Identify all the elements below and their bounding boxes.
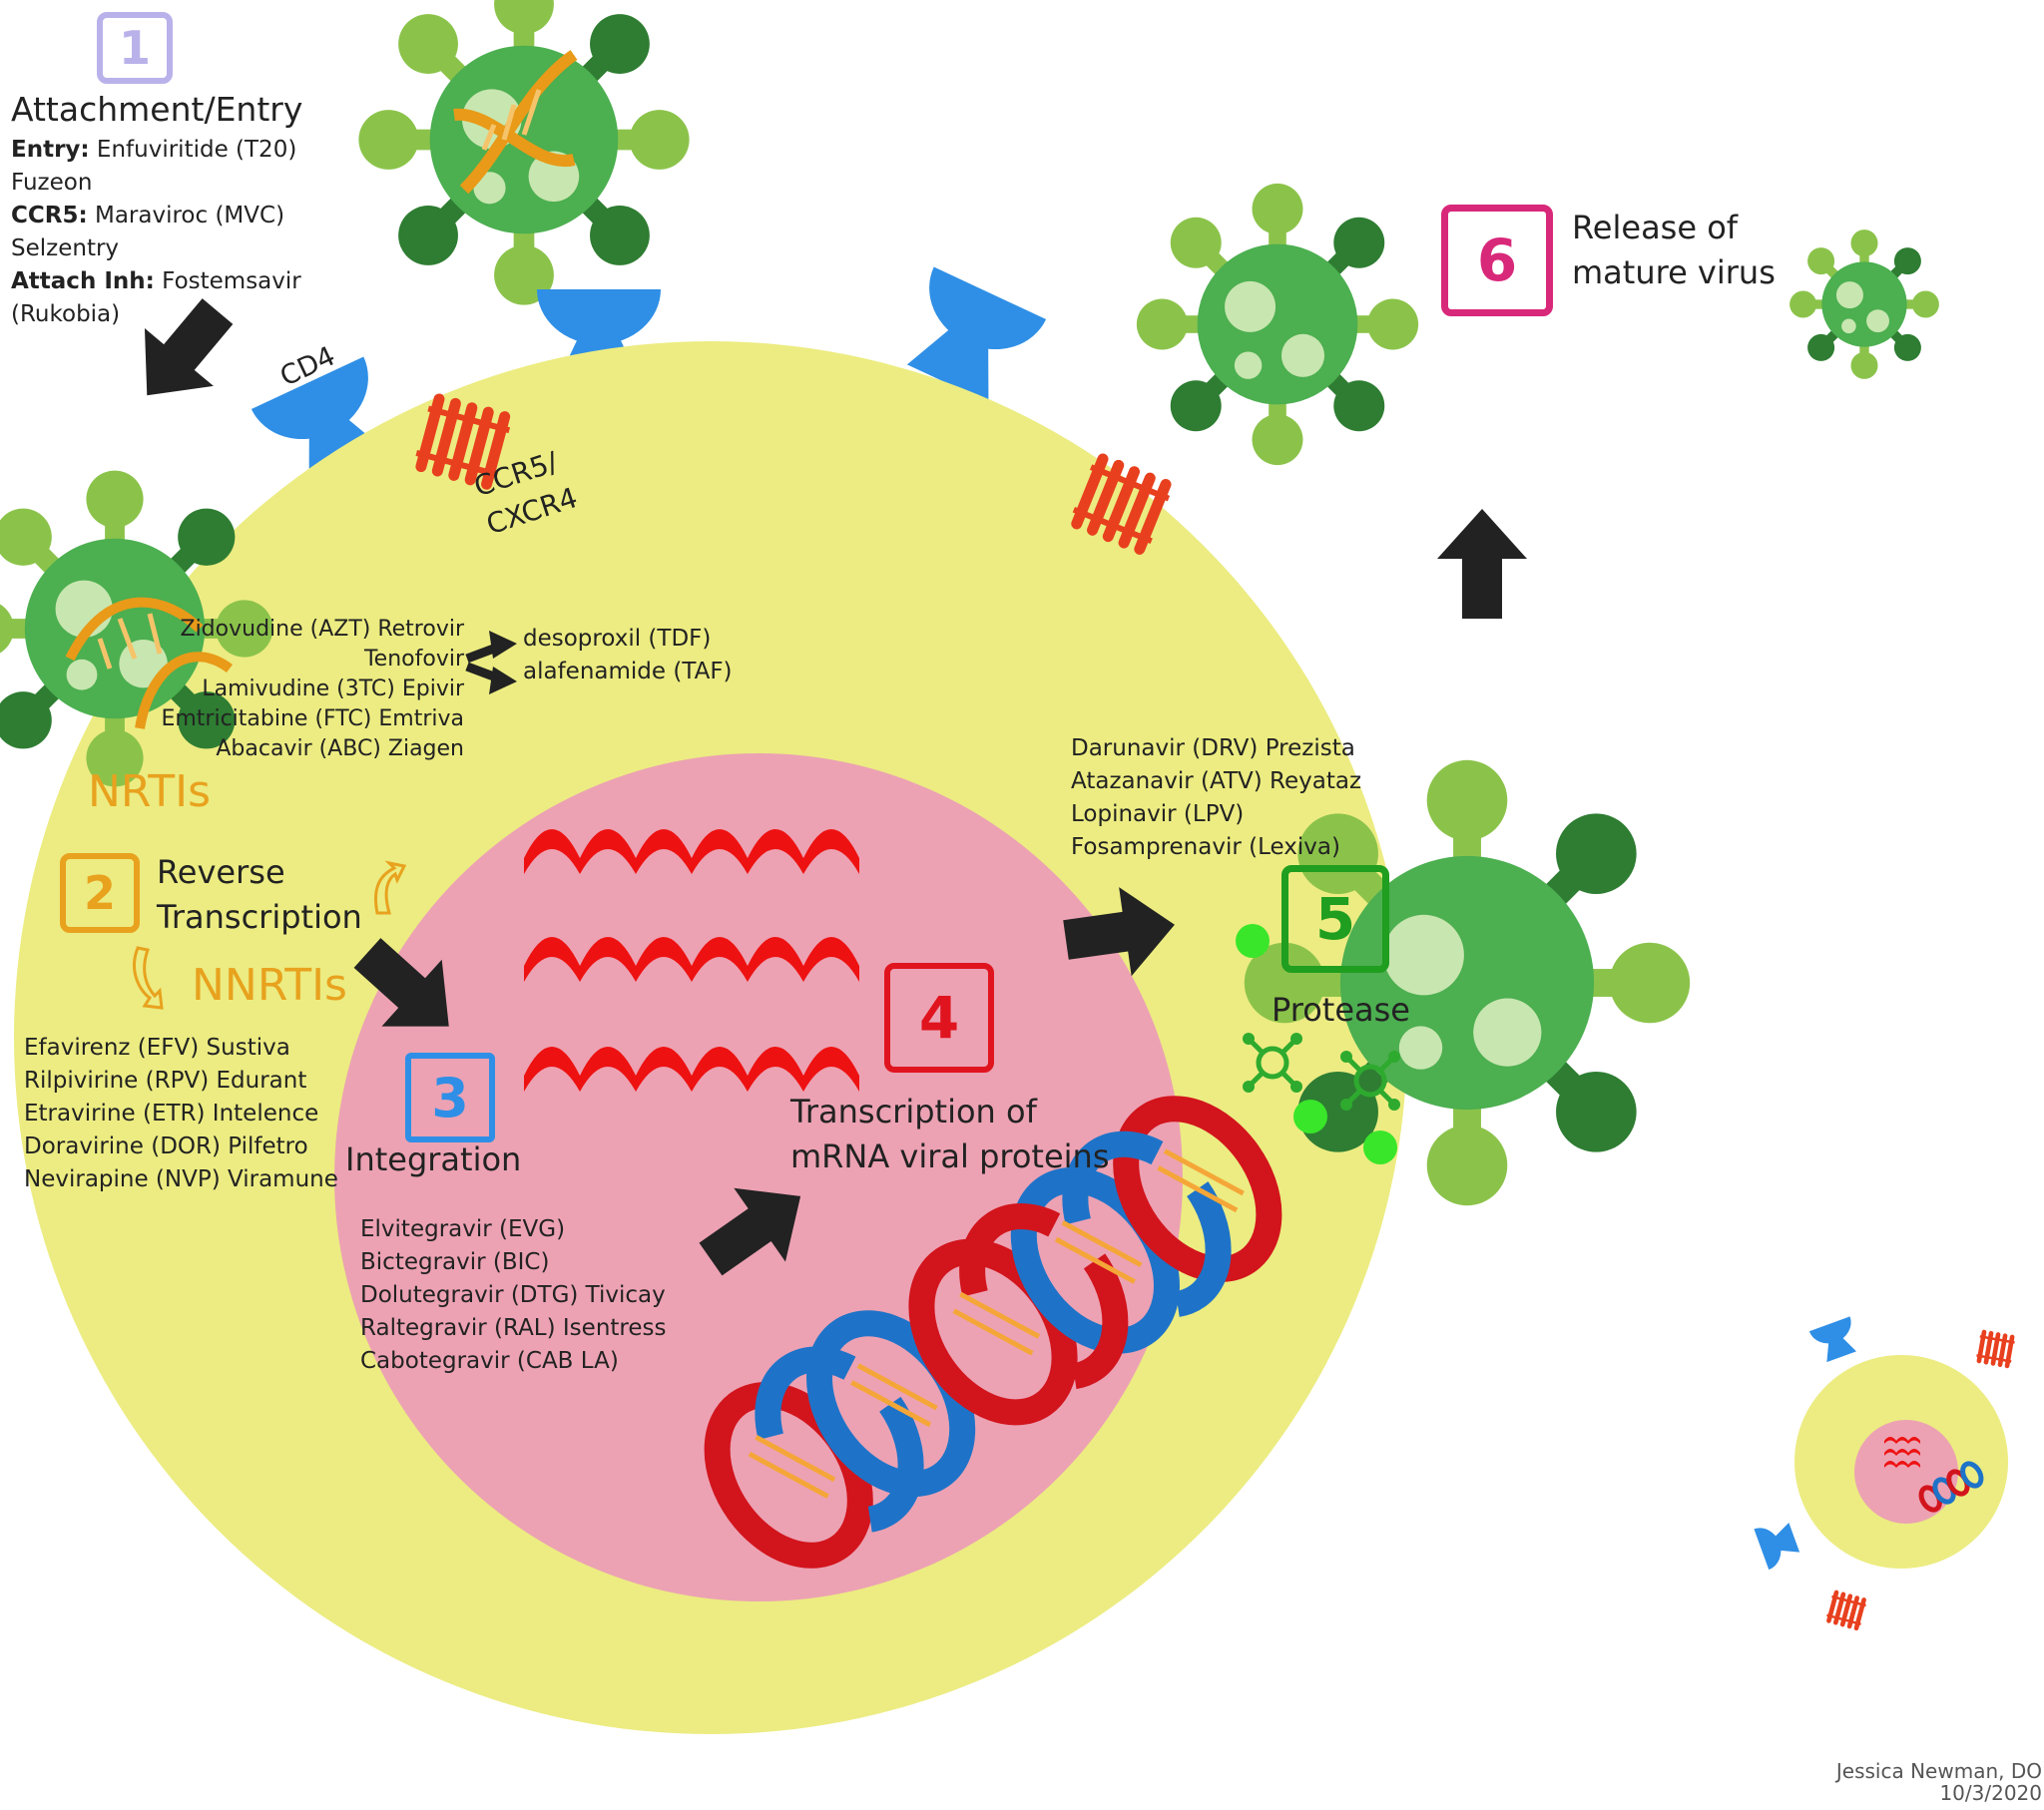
step6-label-line2: mature virus: [1572, 253, 1776, 291]
step1-line: Fuzeon: [11, 170, 93, 196]
attaching-virus: [358, 0, 690, 305]
step1-line: CCR5: Maraviroc (MVC): [11, 203, 285, 228]
protease-drug: Darunavir (DRV) Prezista: [1071, 735, 1355, 761]
released-virus-large: [1136, 183, 1419, 466]
integrase-drug: Dolutegravir (DTG) Tivicay: [360, 1282, 666, 1308]
tenofovir-form: alafenamide (TAF): [523, 659, 733, 684]
step5-number: 5: [1314, 885, 1356, 953]
step6-label-line1: Release of: [1572, 209, 1739, 246]
nrti-drug: Lamivudine (3TC) Epivir: [202, 677, 464, 701]
credit-date: 10/3/2020: [1939, 1781, 2042, 1805]
nnrti-drug: Etravirine (ETR) Intelence: [24, 1101, 319, 1127]
nrti-drug: Emtricitabine (FTC) Emtriva: [161, 706, 464, 731]
step6-label: Release of mature virus: [1572, 206, 1776, 295]
protease-particles: [1236, 924, 1400, 1164]
nrti-drug-list: Zidovudine (AZT) Retrovir Tenofovir Lami…: [161, 615, 464, 764]
step3-number: 3: [431, 1066, 469, 1130]
step6-number: 6: [1476, 226, 1518, 294]
integrase-drug: Cabotegravir (CAB LA): [360, 1348, 619, 1374]
step1-line: Attach Inh: Fostemsavir: [11, 268, 301, 294]
step2-label-line2: Transcription: [157, 898, 362, 936]
protease-drug: Fosamprenavir (Lexiva): [1071, 834, 1340, 860]
nrti-drug: Abacavir (ABC) Ziagen: [216, 736, 464, 761]
nnrti-drug-list: Efavirenz (EFV) Sustiva Rilpivirine (RPV…: [24, 1032, 338, 1196]
step5-label: Protease: [1272, 991, 1410, 1029]
step1-badge: 1: [97, 12, 173, 84]
step1-drug-list: Entry: Enfuviritide (T20) Fuzeon CCR5: M…: [11, 134, 301, 331]
step1-number: 1: [118, 21, 151, 75]
mini-cell-icon: [1754, 1316, 2015, 1628]
step2-label-line1: Reverse: [157, 853, 285, 891]
step3-label: Integration: [345, 1140, 522, 1178]
step4-label: Transcription of mRNA viral proteins: [790, 1090, 1109, 1179]
integrase-drug: Raltegravir (RAL) Isentress: [360, 1315, 667, 1341]
step2-number: 2: [83, 866, 116, 920]
integrase-drug: Bictegravir (BIC): [360, 1249, 550, 1275]
step5-badge: 5: [1281, 865, 1389, 973]
nnrti-class-label: NNRTIs: [192, 960, 347, 1011]
tenofovir-forks-icon: [465, 631, 517, 694]
step1-line: (Rukobia): [11, 301, 121, 327]
protease-drug-list: Darunavir (DRV) Prezista Atazanavir (ATV…: [1071, 732, 1361, 864]
integrase-drug: Elvitegravir (EVG): [360, 1216, 566, 1242]
integrase-drug-list: Elvitegravir (EVG) Bictegravir (BIC) Dol…: [360, 1213, 666, 1378]
dna-helix-left-icon: [65, 597, 233, 729]
nrti-drug: Zidovudine (AZT) Retrovir: [180, 617, 465, 642]
nrti-class-label: NRTIs: [88, 766, 212, 817]
step4-label-line2: mRNA viral proteins: [790, 1137, 1110, 1175]
nnrti-drug: Nevirapine (NVP) Viramune: [24, 1166, 338, 1192]
nnrti-drug: Doravirine (DOR) Pilfetro: [24, 1133, 308, 1159]
arrow-release: [1437, 509, 1527, 619]
step2-badge: 2: [60, 853, 140, 933]
step1-line: Selzentry: [11, 235, 120, 261]
nnrti-drug: Efavirenz (EFV) Sustiva: [24, 1035, 290, 1061]
step4-badge: 4: [884, 963, 994, 1073]
tenofovir-form: desoproxil (TDF): [523, 626, 712, 652]
step1-title: Attachment/Entry: [11, 90, 303, 129]
credit: Jessica Newman, DO 10/3/2020: [1836, 1760, 2042, 1804]
step1-line: Entry: Enfuviritide (T20): [11, 137, 297, 163]
step4-number: 4: [918, 984, 960, 1052]
dna-helix-icon: [453, 50, 578, 195]
rt-curved-arrow-down-icon: [133, 946, 164, 1010]
protease-drug: Atazanavir (ATV) Reyataz: [1071, 768, 1362, 794]
step3-badge: 3: [405, 1053, 495, 1142]
step6-badge: 6: [1441, 205, 1553, 316]
protease-drug: Lopinavir (LPV): [1071, 801, 1245, 827]
released-virus-small: [1789, 229, 1939, 379]
integrated-dna: [704, 1096, 1282, 1569]
step2-label: Reverse Transcription: [157, 850, 362, 940]
nrti-drug: Tenofovir: [363, 647, 464, 672]
tenofovir-forms: desoproxil (TDF) alafenamide (TAF): [523, 623, 733, 688]
step4-label-line1: Transcription of: [790, 1093, 1037, 1131]
nnrti-drug: Rilpivirine (RPV) Edurant: [24, 1068, 307, 1094]
rt-curved-arrow-up-icon: [374, 860, 407, 915]
credit-author: Jessica Newman, DO: [1835, 1759, 2042, 1783]
